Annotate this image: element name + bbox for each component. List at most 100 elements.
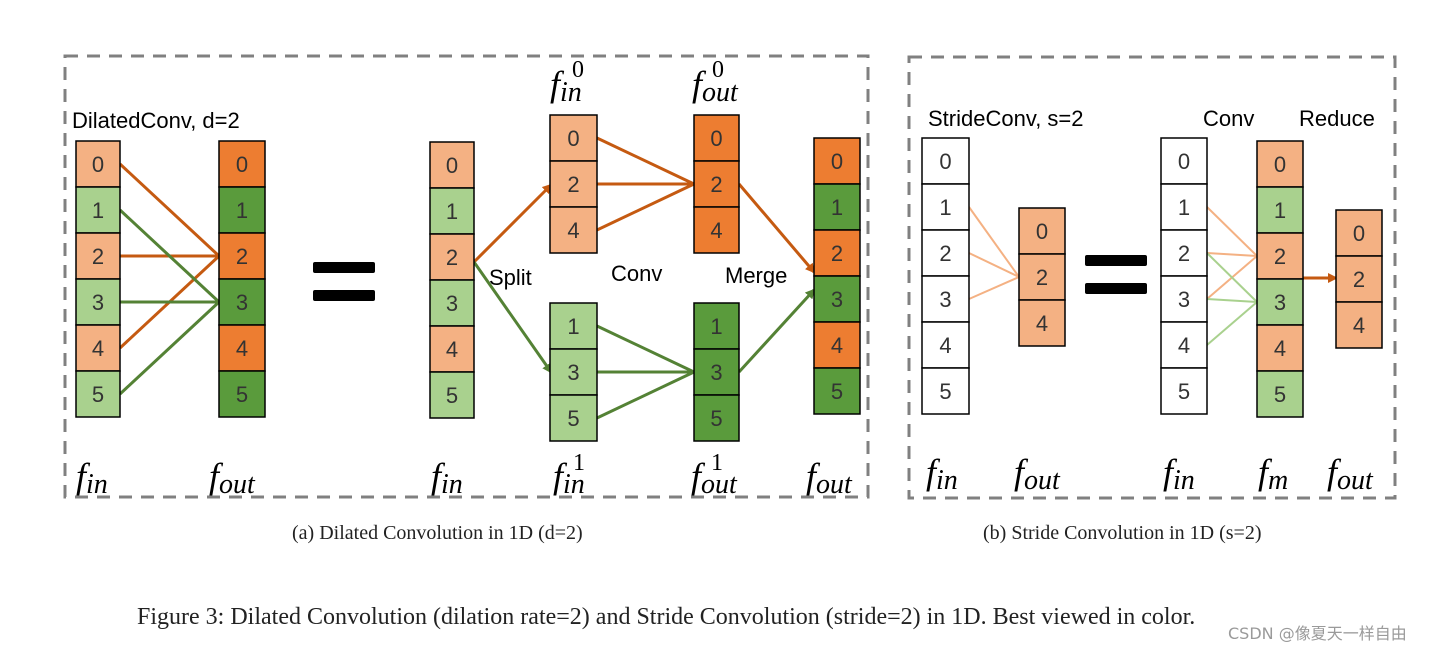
f-out-left-column-value: 5 — [236, 382, 248, 407]
b-f-m-column-cell — [1256, 186, 1304, 234]
b-f-out-right-column-cell — [1335, 255, 1383, 303]
f-out-0-column-value: 4 — [710, 218, 722, 243]
label-f-out-left: fout — [209, 456, 256, 500]
f-out-left-column-value: 3 — [236, 290, 248, 315]
f-out-right-column-value: 3 — [831, 287, 843, 312]
f-in-1-column-cell — [549, 302, 598, 350]
conv-b-line-orange — [1206, 252, 1258, 257]
b-f-in-right-column-cell — [1160, 229, 1208, 277]
label-f-in-1-sup: 1 — [573, 450, 585, 476]
f-in-left-column-cell — [75, 140, 121, 188]
f-out-left-column-value: 2 — [236, 244, 248, 269]
conv-b-line-orange — [1206, 206, 1258, 257]
f-out-right-column-cell — [813, 367, 861, 415]
b-f-out-right-column-cell — [1335, 209, 1383, 257]
f-out-right-column-value: 0 — [831, 149, 843, 174]
b-f-in-left-column-cell — [921, 275, 970, 323]
f-in-1-column-cell — [549, 394, 598, 442]
f-in-0-column-value: 2 — [567, 172, 579, 197]
b-f-m-column-cell — [1256, 324, 1304, 372]
panel-b-border — [907, 55, 1397, 500]
f-out-right-column-cell — [813, 321, 861, 369]
f-in-mid-column-value: 0 — [446, 153, 458, 178]
b-f-out-left-column-cell — [1018, 299, 1066, 347]
f-in-left-column-value: 2 — [92, 244, 104, 269]
equals-sign-a — [313, 262, 375, 301]
f-out-1-column-value: 1 — [710, 314, 722, 339]
stride-line — [968, 252, 1020, 278]
f-in-left-column-cell — [75, 370, 121, 418]
f-out-1-column-cell — [693, 302, 740, 350]
conv-label-b: Conv — [1203, 106, 1254, 131]
conv-line-green — [596, 370, 695, 420]
label-b-f-in-right: fin — [1163, 452, 1195, 496]
b-f-in-left-column-value: 1 — [939, 195, 951, 220]
b-f-out-left-column-value: 4 — [1036, 311, 1048, 336]
conv-b-line-green — [1206, 298, 1258, 303]
split-arrow-orange — [472, 183, 553, 264]
f-out-right-column-value: 5 — [831, 379, 843, 404]
b-f-in-right-column-value: 3 — [1178, 287, 1190, 312]
f-in-mid-column-cell — [429, 233, 475, 281]
label-f-out-0: fout — [692, 64, 739, 108]
f-in-0-column-cell — [549, 160, 598, 208]
b-f-in-right-column-value: 5 — [1178, 379, 1190, 404]
panel-b-title: StrideConv, s=2 — [928, 106, 1084, 131]
label-f-in-0-sup: 0 — [572, 57, 584, 83]
f-in-mid-column-cell — [429, 371, 475, 419]
conv-b-line-green — [1206, 301, 1258, 346]
panel-a-title: DilatedConv, d=2 — [72, 108, 240, 133]
f-out-0-column-cell — [693, 206, 740, 254]
f-in-left-column-cell — [75, 324, 121, 372]
conv-line-green — [596, 324, 695, 374]
b-f-in-left-column-value: 4 — [939, 333, 951, 358]
b-f-m-column-value: 4 — [1274, 336, 1286, 361]
f-out-1-column-value: 5 — [710, 406, 722, 431]
f-out-right-column-value: 1 — [831, 195, 843, 220]
f-in-mid-column-cell — [429, 187, 475, 235]
f-in-1-column: 135 — [549, 302, 598, 442]
f-out-right-column-cell — [813, 275, 861, 323]
b-f-out-right-column-value: 0 — [1353, 221, 1365, 246]
b-f-m-column-cell — [1256, 278, 1304, 326]
label-b-f-out-left: fout — [1014, 452, 1061, 496]
f-out-left-column-value: 0 — [236, 152, 248, 177]
merge-label: Merge — [725, 263, 787, 288]
conv-label-a: Conv — [611, 261, 662, 286]
b-f-m-column-value: 1 — [1274, 198, 1286, 223]
label-b-f-m: fm — [1258, 452, 1288, 496]
b-f-in-right-column-cell — [1160, 321, 1208, 369]
f-in-1-column-value: 1 — [567, 314, 579, 339]
panel-a-border — [63, 54, 870, 499]
reduce-label: Reduce — [1299, 106, 1375, 131]
f-in-left-column-value: 5 — [92, 382, 104, 407]
stride-line — [968, 206, 1020, 278]
b-f-m-column-cell — [1256, 140, 1304, 188]
b-f-out-left-column-value: 2 — [1036, 265, 1048, 290]
f-in-mid-column-value: 3 — [446, 291, 458, 316]
f-in-0-column: 024 — [549, 114, 598, 254]
f-in-0-column-cell — [549, 206, 598, 254]
dilated-line-green — [118, 208, 221, 304]
f-out-left-column-cell — [218, 324, 266, 372]
b-f-in-right-column-value: 0 — [1178, 149, 1190, 174]
b-f-out-left-column-cell — [1018, 253, 1066, 301]
dilated-line-green — [118, 300, 221, 396]
b-f-m-column-value: 5 — [1274, 382, 1286, 407]
f-in-1-column-cell — [549, 348, 598, 396]
label-f-out-right: fout — [806, 456, 853, 500]
f-out-left-column-cell — [218, 278, 266, 326]
b-f-out-left-column-cell — [1018, 207, 1066, 255]
f-out-0-column-value: 2 — [710, 172, 722, 197]
label-f-out-0-sup: 0 — [712, 57, 724, 83]
f-in-mid-column-value: 1 — [446, 199, 458, 224]
b-f-in-left-column-value: 2 — [939, 241, 951, 266]
b-f-in-left-column-value: 0 — [939, 149, 951, 174]
f-out-1-column: 135 — [693, 302, 740, 442]
b-f-in-right-column-value: 4 — [1178, 333, 1190, 358]
